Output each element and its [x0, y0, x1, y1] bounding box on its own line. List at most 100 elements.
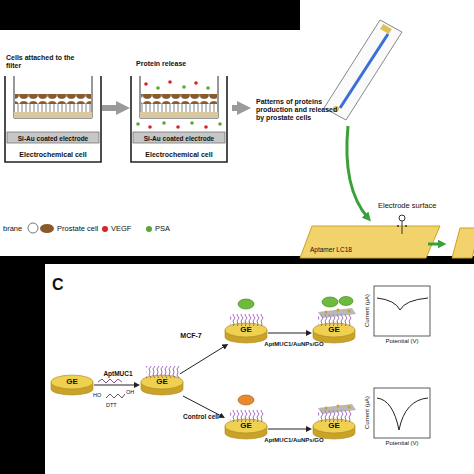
- annotation-label: HO: [93, 392, 107, 398]
- node-text: Current (μA): [364, 387, 371, 437]
- figure-rect: [141, 104, 217, 112]
- node-outline: [300, 226, 440, 258]
- figure-circle: [148, 125, 152, 129]
- legend-entry: Prostate cell: [40, 224, 98, 233]
- figure-circle: [405, 225, 407, 227]
- disk-node: GE: [224, 418, 268, 440]
- plane-node: Aptamer LC18: [300, 226, 440, 258]
- figure-circle: [348, 310, 351, 313]
- node-text: GE: [312, 421, 356, 430]
- aptamer-layer: [146, 366, 180, 378]
- figure-polygon: [324, 20, 402, 120]
- mcf7-cell: [238, 299, 254, 309]
- legend-text: brane: [3, 224, 22, 233]
- disk-node: GE: [50, 374, 94, 396]
- flow-arrow: [102, 105, 123, 111]
- legend-swatch: [102, 226, 108, 232]
- figure-circle: [397, 225, 399, 227]
- figure-rect: [15, 104, 91, 112]
- electrode-plane: [452, 228, 474, 258]
- panel-a: [0, 30, 300, 256]
- mcf7-cell: [339, 297, 353, 306]
- aptamer-layer: [318, 314, 352, 326]
- annotation-label: DTT: [106, 402, 126, 408]
- figure-circle: [204, 125, 208, 129]
- flow-arrow: [183, 396, 222, 417]
- figure-rect: [14, 112, 92, 118]
- legend-symbol: [28, 223, 38, 233]
- figure-circle: [325, 407, 328, 410]
- released-proteins: [136, 80, 222, 129]
- annotation-label: Patterns of proteins production and rele…: [256, 98, 342, 122]
- figure-circle: [337, 309, 340, 312]
- legend-entry: VEGF: [102, 224, 131, 233]
- node-text: GE: [140, 377, 184, 386]
- node-outline: [130, 52, 228, 164]
- node-text: GE: [224, 325, 268, 334]
- figure-circle: [206, 86, 210, 90]
- beaker-node: Protein releaseSi-Au coated electrodeEle…: [130, 52, 228, 164]
- electrode-plane: [300, 226, 440, 258]
- figure-polygon: [318, 404, 356, 414]
- figure-line: [402, 221, 403, 234]
- flow-arrow: [268, 429, 309, 430]
- control-cell: [238, 395, 254, 405]
- beaker-node: Cells attached to the filterSi-Au coated…: [4, 52, 102, 164]
- zoom-arrow: [347, 126, 368, 218]
- step-arrow: [428, 243, 442, 246]
- figure-circle: [168, 80, 172, 84]
- plot-node: Current (μA)Potential (V): [362, 286, 432, 348]
- figure-rect: [380, 24, 392, 34]
- process-arrow: [232, 105, 244, 111]
- figure-circle: [136, 122, 140, 126]
- node-text: GE: [224, 421, 268, 430]
- aptamer-layer: [230, 314, 264, 326]
- legend-swatch: [40, 224, 54, 233]
- plot-frame: [374, 286, 430, 336]
- figure-circle: [399, 215, 405, 221]
- dpv-curve: [377, 398, 428, 430]
- node-text: Si-Au coated electrode: [130, 135, 228, 142]
- figure-path: [14, 76, 92, 118]
- aptamer-symbol: [397, 215, 407, 234]
- figure-circle: [190, 121, 194, 125]
- figure-line: [340, 34, 388, 108]
- electrode-top: [225, 419, 267, 433]
- disk-node: GE: [312, 418, 356, 440]
- figure-circle: [156, 86, 160, 90]
- edge-label: Control cell: [176, 413, 226, 420]
- node-text: Potential (V): [374, 440, 430, 447]
- electrode-top: [225, 323, 267, 337]
- electrode-top: [141, 375, 183, 389]
- graphene-sheet: [318, 308, 356, 414]
- disk-node: GE: [224, 322, 268, 344]
- legend-entry: brane: [0, 223, 22, 233]
- legend-text: PSA: [155, 224, 170, 233]
- figure-circle: [337, 405, 340, 408]
- node-text: GE: [50, 377, 94, 386]
- figure-circle: [162, 121, 166, 125]
- panel-c: [45, 264, 474, 474]
- aptamer-layer: [230, 410, 264, 422]
- dtt-structure: [98, 379, 125, 398]
- node-text: Aptamer LC18: [310, 246, 390, 253]
- figure-circle: [182, 85, 186, 89]
- figure-circle: [348, 406, 351, 409]
- disk-node: GE: [312, 322, 356, 344]
- annotation-label: Electrode surface: [378, 202, 458, 211]
- cell-insert: [140, 76, 218, 118]
- cell-insert: [14, 76, 92, 118]
- figure-rect: [15, 94, 91, 104]
- figure-rect: [140, 112, 218, 118]
- edge-label: AptMUC1: [94, 370, 142, 377]
- electrode-strip: [324, 20, 402, 120]
- legend-swatch: [146, 226, 152, 232]
- legend-text: Prostate cell: [57, 224, 98, 233]
- figure-circle: [176, 125, 180, 129]
- plot-node: Current (μA)Potential (V): [362, 388, 432, 450]
- aptamer-layer: [318, 410, 352, 422]
- flow-arrow: [94, 385, 137, 386]
